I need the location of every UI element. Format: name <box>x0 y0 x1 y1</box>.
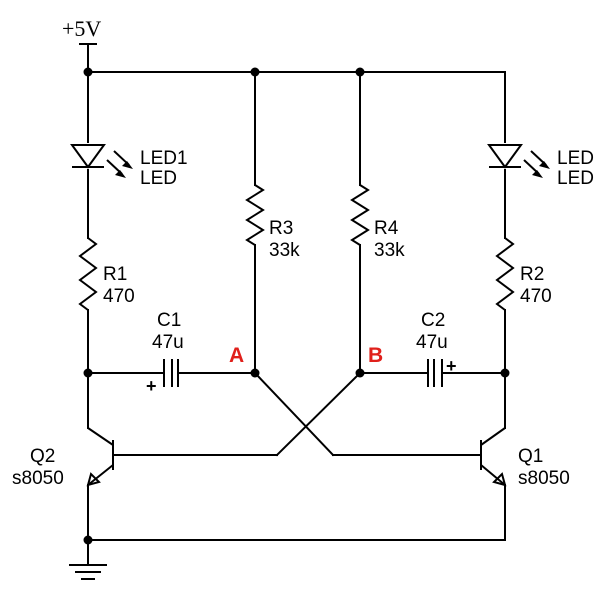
emitter-arrow-icon <box>86 472 101 487</box>
r1-value: 470 <box>103 286 135 307</box>
junction-dot <box>250 67 260 77</box>
junctions <box>83 67 510 545</box>
resistor-r3: R3 33k <box>245 184 300 261</box>
c2-value: 47u <box>416 332 448 353</box>
junction-dot <box>83 67 93 77</box>
light-emission-icon <box>106 150 133 178</box>
light-emission-icon <box>523 150 550 178</box>
r2-value: 470 <box>520 286 552 307</box>
resistor-r4: R4 33k <box>350 184 405 261</box>
supply-terminal: +5V <box>62 16 101 45</box>
capacitor-c2: C2 47u + <box>416 310 457 387</box>
led-left-value: LED <box>140 168 177 189</box>
transistor-q2: Q2 s8050 <box>12 427 114 489</box>
ground-icon <box>69 564 107 580</box>
r4-ref: R4 <box>374 218 399 239</box>
led-left: LED1 LED <box>70 144 188 189</box>
led-left-ref: LED1 <box>140 148 188 169</box>
led-right-ref: LED <box>557 148 594 169</box>
capacitor-c1: C1 47u + <box>146 310 184 396</box>
junction-dot <box>83 535 93 545</box>
q1-ref: Q1 <box>518 446 543 467</box>
q2-value: s8050 <box>12 468 64 489</box>
c1-value: 47u <box>152 332 184 353</box>
r4-value: 33k <box>374 240 405 261</box>
resistor-r1: R1 470 <box>78 237 135 311</box>
wires <box>87 43 506 566</box>
node-label-b: B <box>368 344 383 367</box>
resistor-r2: R2 470 <box>495 237 552 311</box>
c2-polarity: + <box>446 356 457 376</box>
node-label-a: A <box>229 344 244 367</box>
c1-ref: C1 <box>157 310 181 331</box>
junction-dot <box>83 368 93 378</box>
junction-dot <box>500 368 510 378</box>
q1-value: s8050 <box>518 468 570 489</box>
q2-ref: Q2 <box>30 446 55 467</box>
r3-value: 33k <box>269 240 300 261</box>
r2-ref: R2 <box>520 264 544 285</box>
junction-dot <box>355 368 365 378</box>
junction-dot <box>355 67 365 77</box>
emitter-arrow-icon <box>492 472 507 487</box>
r3-ref: R3 <box>269 218 293 239</box>
led-right: LED LED <box>487 144 594 189</box>
supply-label: +5V <box>62 16 101 41</box>
led-right-value: LED <box>557 168 594 189</box>
r1-ref: R1 <box>103 264 127 285</box>
c2-ref: C2 <box>421 310 445 331</box>
junction-dot <box>250 368 260 378</box>
transistor-q1: Q1 s8050 <box>480 427 570 489</box>
c1-polarity: + <box>146 376 157 396</box>
